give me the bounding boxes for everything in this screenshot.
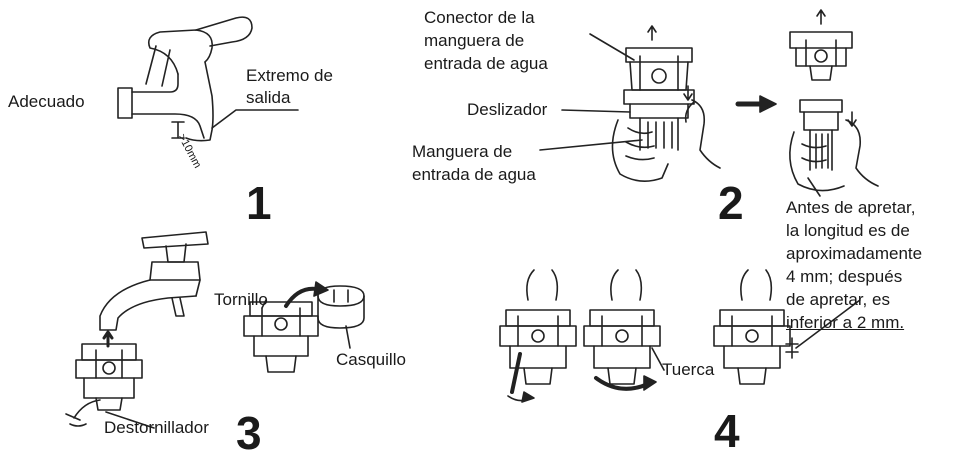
faucet-connector-illustration-step3 [65,231,209,427]
connector-tighten-2-step4 [583,269,661,391]
note-leader-line [807,177,821,197]
label-screwdriver: Destornillador [104,418,209,437]
connector-tighten-3-step4 [713,269,799,385]
label-hose-line1: Manguera de [412,142,513,161]
slider-leader-line [561,109,631,113]
step-number-4: 4 [714,405,740,457]
nut-leader-line [651,347,665,371]
note-line2: la longitud es de [786,221,910,240]
slider-hand-illustration-step2 [789,99,879,192]
connector-hand-illustration-step2 [611,25,721,182]
step-number-2: 2 [718,177,744,229]
note-line6: inferior a 2 mm. [786,313,905,332]
step-number-3: 3 [236,407,262,459]
label-slider: Deslizador [467,100,548,119]
note-line4: 4 mm; después [786,267,903,286]
connector-bushing-illustration-step3 [243,281,365,373]
label-connector-line2: manguera de [424,31,525,50]
label-outlet-line2: salida [246,88,291,107]
label-hose-line2: entrada de agua [412,165,536,184]
arrow-right-head [759,95,777,113]
hose-leader-line [539,139,643,151]
outlet-leader-line [211,109,299,129]
label-nut: Tuerca [662,360,715,379]
connector-top-illustration-step2 [789,9,853,81]
label-connector-line3: entrada de agua [424,54,548,73]
note-line1: Antes de apretar, [786,198,916,217]
label-outlet-line1: Extremo de [246,66,333,85]
connector-tighten-1-step4 [499,269,577,403]
gap-leader-line [795,299,861,349]
connector-leader-line [589,33,635,61]
note-line5: de apretar, es [786,290,890,309]
screw-leader-line [261,299,267,309]
screwdriver-leader-line [105,411,155,429]
label-connector-line1: Conector de la [424,8,535,27]
label-bushing: Casquillo [336,350,406,369]
step-number-1: 1 [246,177,272,229]
bushing-leader-line [345,325,351,349]
note-line3: aproximadamente [786,244,923,263]
label-screw: Tornillo [214,290,268,309]
faucet-illustration-step1 [117,16,253,142]
label-suitable: Adecuado [8,92,85,111]
